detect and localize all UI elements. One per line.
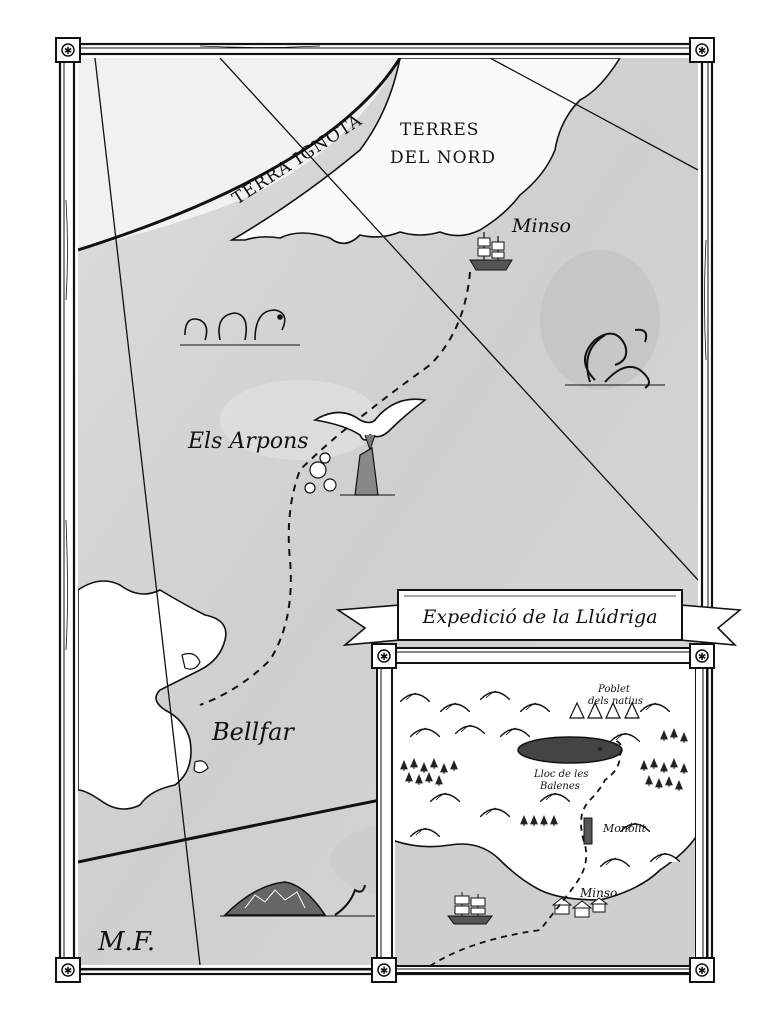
svg-text:✱: ✱ [380, 966, 388, 977]
svg-text:✱: ✱ [64, 46, 72, 57]
compass-nail-icon: ✱ ✱ ✱ ✱ ✱ ✱ ✱ [55, 37, 715, 983]
monolith [583, 817, 593, 845]
terra-ignota-area [78, 58, 400, 250]
whale-icon [220, 881, 375, 917]
svg-text:✱: ✱ [64, 966, 72, 977]
svg-text:✱: ✱ [698, 966, 706, 977]
ship-icon [469, 232, 513, 271]
inset-route [429, 739, 623, 965]
title-banner: Expedició de la Llúdriga [335, 589, 743, 647]
svg-text:✱: ✱ [698, 46, 706, 57]
kraken-icon [565, 328, 665, 389]
poblet-label-1: Poblet [597, 684, 631, 695]
monolit-label: Monòlit [602, 822, 647, 835]
inset-sea [395, 836, 695, 965]
terres-label-2: DEL NORD [390, 148, 496, 168]
terres-del-nord-land [229, 58, 621, 245]
bellfar-label: Bellfar [211, 718, 295, 746]
minso-village [551, 897, 609, 918]
inset-minso-label: Minso [579, 886, 617, 900]
whale-lake [517, 736, 623, 764]
poblet-label-2: dels natius [588, 696, 643, 707]
lake-star: * [597, 744, 603, 758]
inset-ship-icon [447, 892, 493, 925]
banner-title: Expedició de la Llúdriga [421, 606, 657, 628]
western-island [78, 580, 227, 810]
arpons-rock [304, 447, 395, 496]
svg-text:✱: ✱ [698, 652, 706, 663]
main-map: TERRA IGNOTA TERRES DEL NORD Minso Els A… [78, 58, 698, 965]
inset-map: * Poblet dels natius Lloc de les Balenes… [376, 647, 708, 974]
minso-label: Minso [511, 215, 571, 237]
sea-serpent-icon [180, 309, 300, 346]
native-village [569, 701, 640, 719]
svg-text:✱: ✱ [380, 652, 388, 663]
lloc-label-1: Lloc de les [533, 769, 588, 780]
lloc-label-2: Balenes [539, 781, 580, 792]
signature: M.F. [97, 927, 155, 957]
arpons-label: Els Arpons [187, 429, 309, 454]
terres-label-1: TERRES [400, 120, 479, 140]
rhumb-lines [78, 58, 698, 965]
